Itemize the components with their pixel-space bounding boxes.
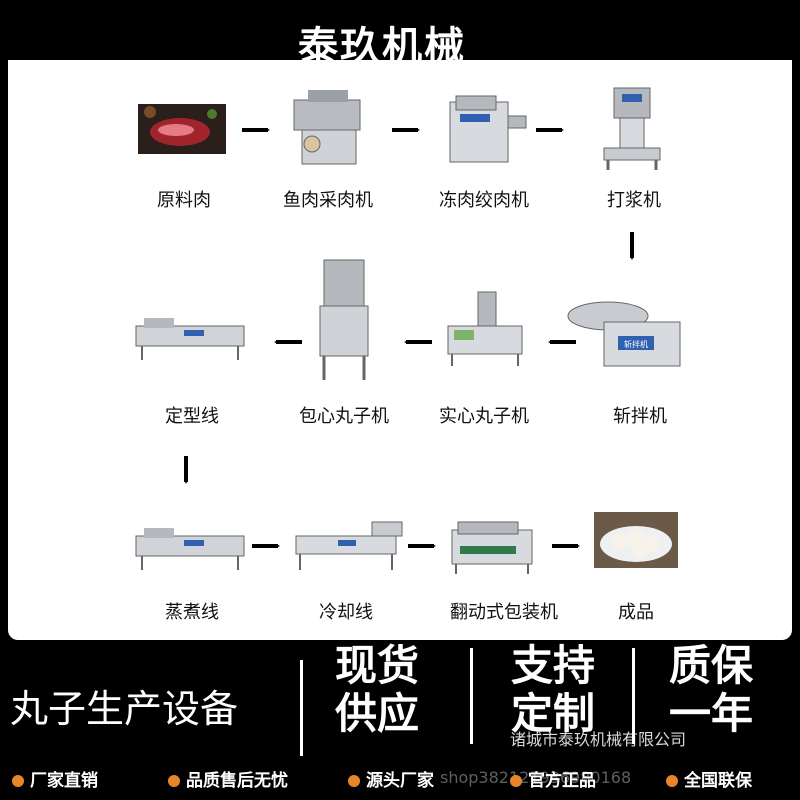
process-flow-panel: 斩拌机	[8, 60, 792, 640]
label-finished-product: 成品	[618, 602, 654, 623]
bowl-chopper-machine-icon: 斩拌机	[567, 301, 681, 367]
divider	[632, 648, 635, 744]
feature-text: 源头厂家	[366, 771, 434, 791]
label-shaping-line: 定型线	[165, 406, 219, 427]
bullet-dot-icon	[666, 775, 678, 787]
solid-meatball-machine-icon	[447, 291, 523, 366]
bullet-dot-icon	[12, 775, 24, 787]
stuffed-meatball-machine-icon	[319, 259, 369, 380]
label-frozen-meat-grinder: 冻肉绞肉机	[439, 190, 529, 211]
feature-item: 厂家直销	[12, 766, 98, 791]
feature-text: 官方正品	[528, 771, 596, 791]
warranty-line-1: 质保	[668, 641, 753, 690]
cooling-line-machine-icon	[295, 521, 403, 570]
shaping-line-machine-icon	[135, 318, 245, 360]
feature-text: 厂家直销	[30, 771, 98, 791]
feature-item: 全国联保	[666, 766, 752, 791]
stock-line-1: 现货	[334, 641, 419, 690]
custom-line-1: 支持	[510, 641, 595, 690]
bullet-dot-icon	[510, 775, 522, 787]
feature-strip: shop382121936980168 厂家直销 品质售后无忧 源头厂家 官方正…	[0, 756, 800, 800]
bullet-dot-icon	[168, 775, 180, 787]
warranty-line-2: 一年	[668, 689, 753, 738]
cooking-line-machine-icon	[135, 528, 245, 570]
warranty-block: 质保 一年	[656, 642, 766, 738]
bottom-banner: 丸子生产设备 现货 供应 支持 定制 质保 一年 诸城市泰玖机械有限公司 sho…	[0, 640, 800, 800]
stock-supply-block: 现货 供应	[322, 642, 432, 738]
fish-meat-extractor-machine-icon	[293, 90, 361, 165]
feature-item: 官方正品	[510, 766, 596, 791]
finished-meatballs-photo	[594, 512, 678, 568]
feature-item: 品质售后无忧	[168, 766, 288, 791]
label-raw-meat: 原料肉	[157, 190, 211, 211]
slogan-block: 丸子生产设备	[10, 660, 303, 756]
label-stuffed-meatball-machine: 包心丸子机	[299, 406, 389, 427]
label-cooking-line: 蒸煮线	[165, 602, 219, 623]
label-bowl-chopper: 斩拌机	[613, 406, 667, 427]
raw-meat-photo	[138, 104, 226, 154]
vacuum-packing-machine-icon	[451, 521, 533, 574]
feature-text: 全国联保	[684, 771, 752, 791]
feature-item: 源头厂家	[348, 766, 434, 791]
custom-line-2: 定制	[510, 689, 595, 738]
chopper-badge-text: 斩拌机	[624, 339, 648, 349]
bullet-dot-icon	[348, 775, 360, 787]
shop-watermark: shop382121936980168	[440, 768, 632, 787]
beater-machine-icon	[603, 87, 661, 170]
header: 泰玖机械	[0, 0, 800, 70]
flow-graphics: 斩拌机	[135, 87, 681, 574]
divider	[470, 648, 473, 744]
custom-support-block: 支持 定制	[498, 642, 608, 738]
slogan-text: 丸子生产设备	[10, 687, 239, 731]
label-cooling-line: 冷却线	[319, 602, 373, 623]
label-vacuum-packing: 翻动式包装机	[450, 602, 558, 623]
feature-text: 品质售后无忧	[186, 771, 288, 791]
title-box: 泰玖机械	[262, 8, 502, 70]
stock-line-2: 供应	[334, 689, 419, 738]
label-beater: 打浆机	[607, 190, 661, 211]
company-name: 诸城市泰玖机械有限公司	[510, 730, 687, 749]
label-solid-meatball-machine: 实心丸子机	[439, 406, 529, 427]
label-fish-meat-extractor: 鱼肉采肉机	[283, 190, 373, 211]
frozen-meat-grinder-machine-icon	[449, 95, 527, 163]
